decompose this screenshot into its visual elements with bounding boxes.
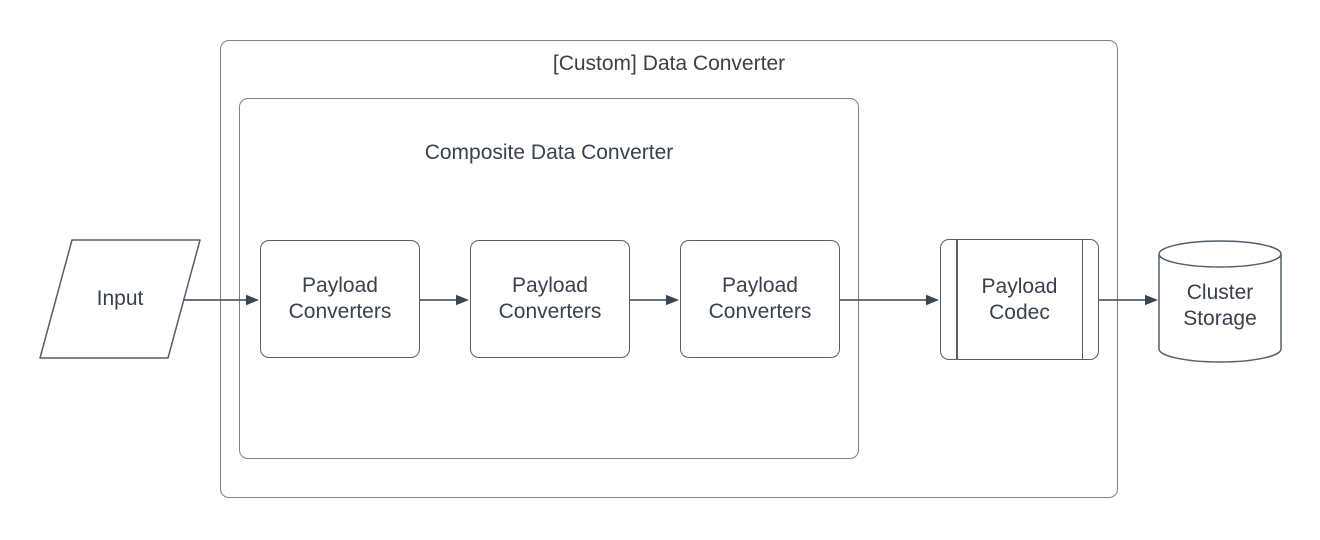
arrow-converter1-to-converter2 — [420, 294, 469, 306]
arrow-converter3-to-codec — [840, 294, 939, 306]
payload-converters-node-2: Payload Converters — [470, 240, 630, 358]
payload-converters-node-1: Payload Converters — [260, 240, 420, 358]
arrow-converter2-to-converter3 — [630, 294, 679, 306]
input-parallelogram-shape — [39, 239, 201, 359]
arrowhead — [246, 294, 259, 306]
composite-data-converter-title: Composite Data Converter — [424, 141, 674, 164]
payload-codec-node: Payload Codec — [940, 239, 1099, 360]
payload-converters-label-1: Payload Converters — [288, 274, 392, 323]
cluster-storage-cylinder-body — [1158, 254, 1282, 363]
arrowhead — [926, 294, 939, 306]
custom-data-converter-title: [Custom] Data Converter — [552, 52, 786, 75]
arrow-input-to-converter1 — [184, 294, 259, 306]
payload-converters-label-3: Payload Converters — [708, 274, 812, 323]
payload-converters-node-3: Payload Converters — [680, 240, 840, 358]
custom-data-converter-container — [220, 40, 1118, 498]
payload-converters-label-2: Payload Converters — [498, 274, 602, 323]
arrowhead — [666, 294, 679, 306]
cluster-storage-cylinder-top — [1158, 240, 1282, 268]
arrowhead — [456, 294, 469, 306]
composite-data-converter-container — [239, 98, 859, 459]
arrow-codec-to-storage — [1099, 294, 1158, 306]
codec-left-bar — [956, 240, 958, 359]
arrowhead — [1145, 294, 1158, 306]
payload-codec-label: Payload Codec — [981, 274, 1058, 324]
codec-right-bar — [1081, 240, 1083, 359]
